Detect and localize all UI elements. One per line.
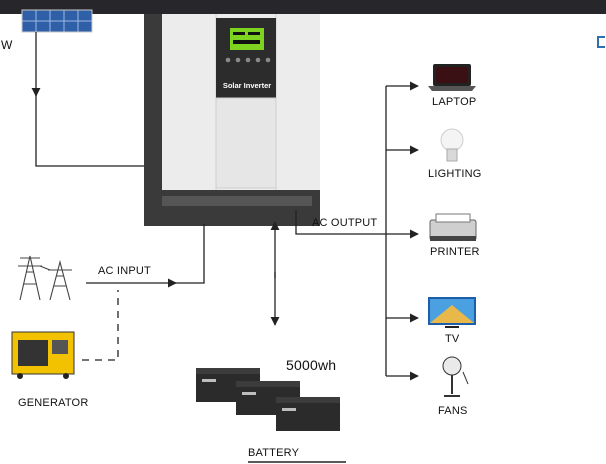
ac-input-label: AC INPUT xyxy=(98,265,151,277)
generator-wire xyxy=(82,290,119,361)
battery-bank-icon xyxy=(196,368,340,431)
load-label-laptop: LAPTOP xyxy=(432,96,477,108)
ac-output-wire xyxy=(295,81,419,381)
solar-wire xyxy=(31,32,146,167)
printer-icon xyxy=(429,213,477,241)
ac-input-wire xyxy=(86,224,205,288)
load-label-lighting: LIGHTING xyxy=(428,168,482,180)
battery-label: BATTERY xyxy=(248,447,300,459)
laptop-icon xyxy=(428,64,476,91)
fan-icon xyxy=(442,356,469,397)
tv-icon xyxy=(428,297,476,328)
solar-label-fragment: W xyxy=(1,38,13,52)
light-bulb-icon xyxy=(440,128,464,162)
generator-icon xyxy=(11,331,75,379)
edge-widget-icon[interactable] xyxy=(597,36,605,48)
load-label-tv: TV xyxy=(445,333,460,345)
ac-output-label: AC OUTPUT xyxy=(312,217,378,229)
grid-tower-icon xyxy=(18,255,72,301)
generator-label: GENERATOR xyxy=(18,397,89,409)
load-label-fans: FANS xyxy=(438,405,468,417)
inverter-brand-label: Solar Inverter xyxy=(222,81,272,90)
solar-inverter xyxy=(144,14,320,226)
battery-capacity-label: 5000wh xyxy=(286,357,337,373)
browser-top-bar xyxy=(0,0,606,14)
inverter-lcd xyxy=(230,28,264,50)
load-label-printer: PRINTER xyxy=(430,246,480,258)
solar-panel-icon xyxy=(21,9,93,33)
